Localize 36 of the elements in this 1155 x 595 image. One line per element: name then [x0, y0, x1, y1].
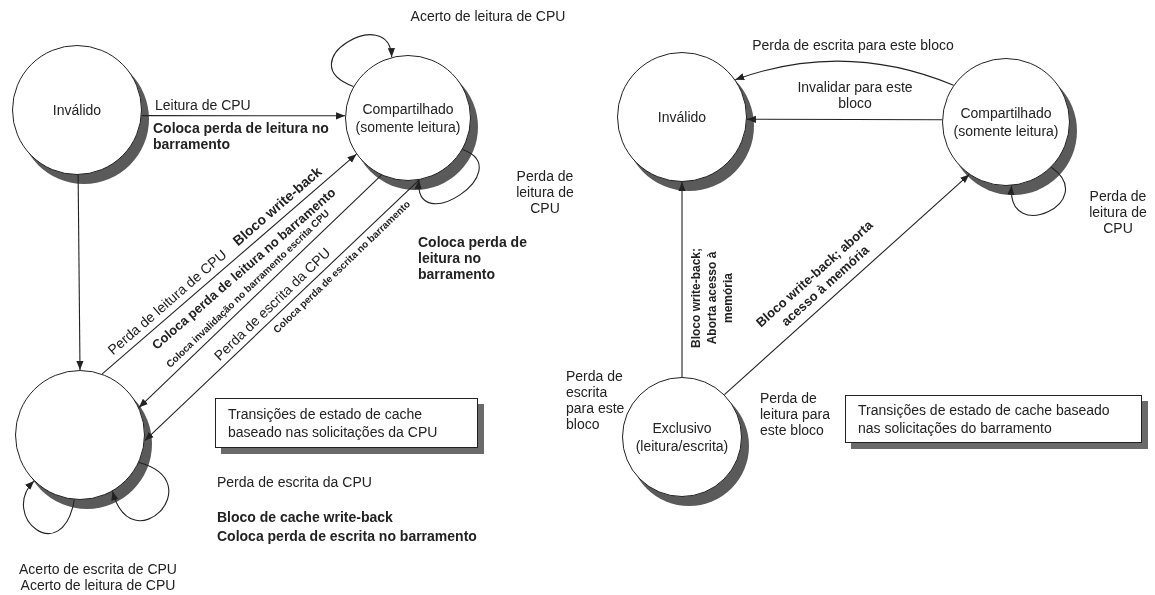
state-label: Compartilhado (somente leitura): [952, 104, 1060, 140]
edge-label: Leitura de CPU: [155, 97, 251, 113]
edge-label: Perda de leitura de CPU: [515, 168, 575, 216]
edge-label: Bloco write-back; Aborta acesso à memória: [688, 247, 736, 350]
state-label: Inválido: [52, 101, 102, 119]
arrow: [330, 34, 394, 88]
arrow: [734, 60, 955, 86]
state-label: Compartilhado (somente leitura): [354, 100, 462, 136]
state-label: Exclusivo (leitura/escrita): [634, 419, 730, 455]
state-label: Inválido: [657, 108, 707, 126]
edge-label: Acerto de escrita de CPU Acerto de leitura de CPU: [18, 561, 178, 593]
note-text: Transições de estado de cache baseado nas solicitações do barramento: [858, 401, 1111, 437]
arrow: [101, 153, 357, 375]
edge-label: Coloca perda de escrita no barramento: [217, 528, 477, 544]
arrow: [678, 181, 686, 378]
edge-label: Coloca perda de leitura no barramento: [153, 120, 330, 152]
edge-label: Perda de escrita da CPU: [217, 474, 372, 490]
arrow: [76, 174, 84, 371]
arrow: [723, 173, 970, 396]
edge-label: Perda de escrita para este bloco: [752, 37, 954, 53]
note-text: Transições de estado de cache baseado nas solicitações da CPU: [228, 405, 439, 441]
edge-label: Perda de leitura de CPU: [1088, 188, 1148, 236]
arrow: [23, 480, 75, 534]
arrow: [111, 461, 170, 521]
arrow: [1008, 166, 1066, 216]
edge-label: Bloco de cache write-back: [217, 509, 393, 525]
edge-label: Invalidar para este bloco: [796, 79, 914, 111]
arrow: [415, 148, 480, 204]
edge-label: Coloca perda de leitura no barramento: [418, 234, 528, 282]
edge-label: Perda de escrita para este bloco: [566, 368, 626, 432]
arrow: [144, 179, 420, 442]
arrow: [746, 115, 943, 123]
arrow: [138, 174, 382, 409]
edge-label: Perda de leitura para este bloco: [760, 390, 832, 438]
edge-label: Acerto de leitura de CPU: [410, 8, 566, 24]
arrow: [141, 112, 346, 120]
